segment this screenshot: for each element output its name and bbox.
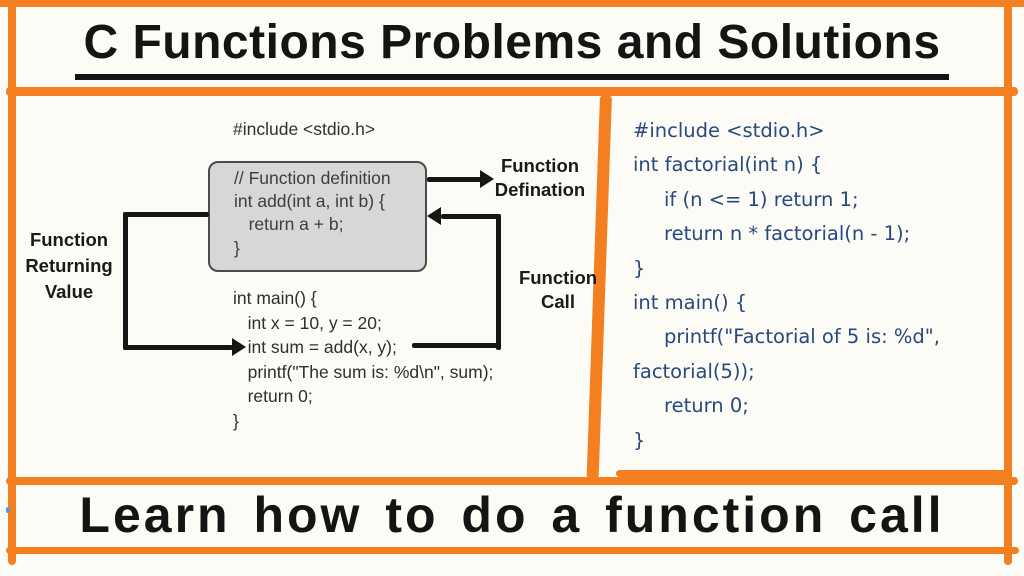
header-bottom-border (6, 87, 1018, 96)
text-line: int add(int a, int b) { (234, 191, 385, 212)
footer-caption: Learn how to do a function call (79, 487, 945, 543)
text-line: // Function definition (234, 168, 391, 188)
text-line: int main() { (233, 288, 317, 308)
title-banner: C Functions Problems and Solutions (24, 10, 1000, 84)
text-line: if (n <= 1) return 1; (633, 187, 859, 211)
text-line: Function (518, 267, 598, 288)
call-path-vertical-line (496, 214, 501, 350)
text-line: } (633, 428, 646, 452)
definition-arrow-line (427, 177, 482, 182)
text-line: factorial(5)); (633, 359, 755, 383)
text-line: int sum = add(x, y); (233, 337, 397, 358)
text-line: return a + b; (234, 214, 344, 235)
text-line: Returning (25, 255, 113, 276)
text-line: Function (500, 155, 580, 176)
footer-bottom-border (6, 547, 1019, 554)
frame-right-border (1004, 0, 1012, 565)
text-line: #include <stdio.h> (633, 119, 825, 142)
text-line: return 0; (233, 386, 313, 407)
text-line: } (234, 237, 240, 258)
text-line: Value (44, 281, 94, 302)
call-arrow-head-icon (427, 207, 441, 225)
text-line: int x = 10, y = 20; (233, 312, 382, 333)
include-directive: #include <stdio.h> (233, 119, 376, 139)
factorial-code-panel: #include <stdio.h> int factorial(int n) {… (633, 114, 1003, 458)
call-path-top-line (441, 214, 501, 219)
text-line: printf("The sum is: %d\n", sum); (233, 361, 494, 382)
text-line: Defination (494, 178, 586, 200)
text-line: printf("Factorial of 5 is: %d", (633, 325, 940, 349)
main-code-block: int main() { int x = 10, y = 20; int sum… (233, 286, 493, 434)
function-definition-box: // Function definition int add(int a, int… (208, 161, 427, 272)
return-path-vertical-line (123, 212, 128, 350)
text-line: return 0; (633, 394, 749, 418)
frame-left-border (8, 0, 16, 565)
return-arrow-head-icon (232, 338, 246, 356)
frame-top-border (0, 0, 1024, 7)
footer-banner: Learn how to do a function call (24, 484, 1000, 546)
text-line: } (233, 410, 239, 431)
text-line: int factorial(int n) { (633, 153, 823, 177)
text-line: return n * factorial(n - 1); (633, 222, 911, 246)
text-line: } (633, 256, 646, 280)
page-title: C Functions Problems and Solutions (75, 15, 949, 80)
text-line: Function (29, 229, 109, 250)
text-line: Call (541, 290, 575, 312)
code-panel-bottom-border (616, 470, 1012, 477)
footer-top-border (6, 477, 1018, 485)
edge-artifact-dot (6, 507, 10, 513)
text-line: int main() { (633, 291, 748, 315)
return-path-top-line (123, 212, 209, 217)
call-path-bottom-line (412, 343, 501, 348)
return-path-bottom-line (123, 345, 233, 350)
definition-arrow-head-icon (480, 170, 494, 188)
